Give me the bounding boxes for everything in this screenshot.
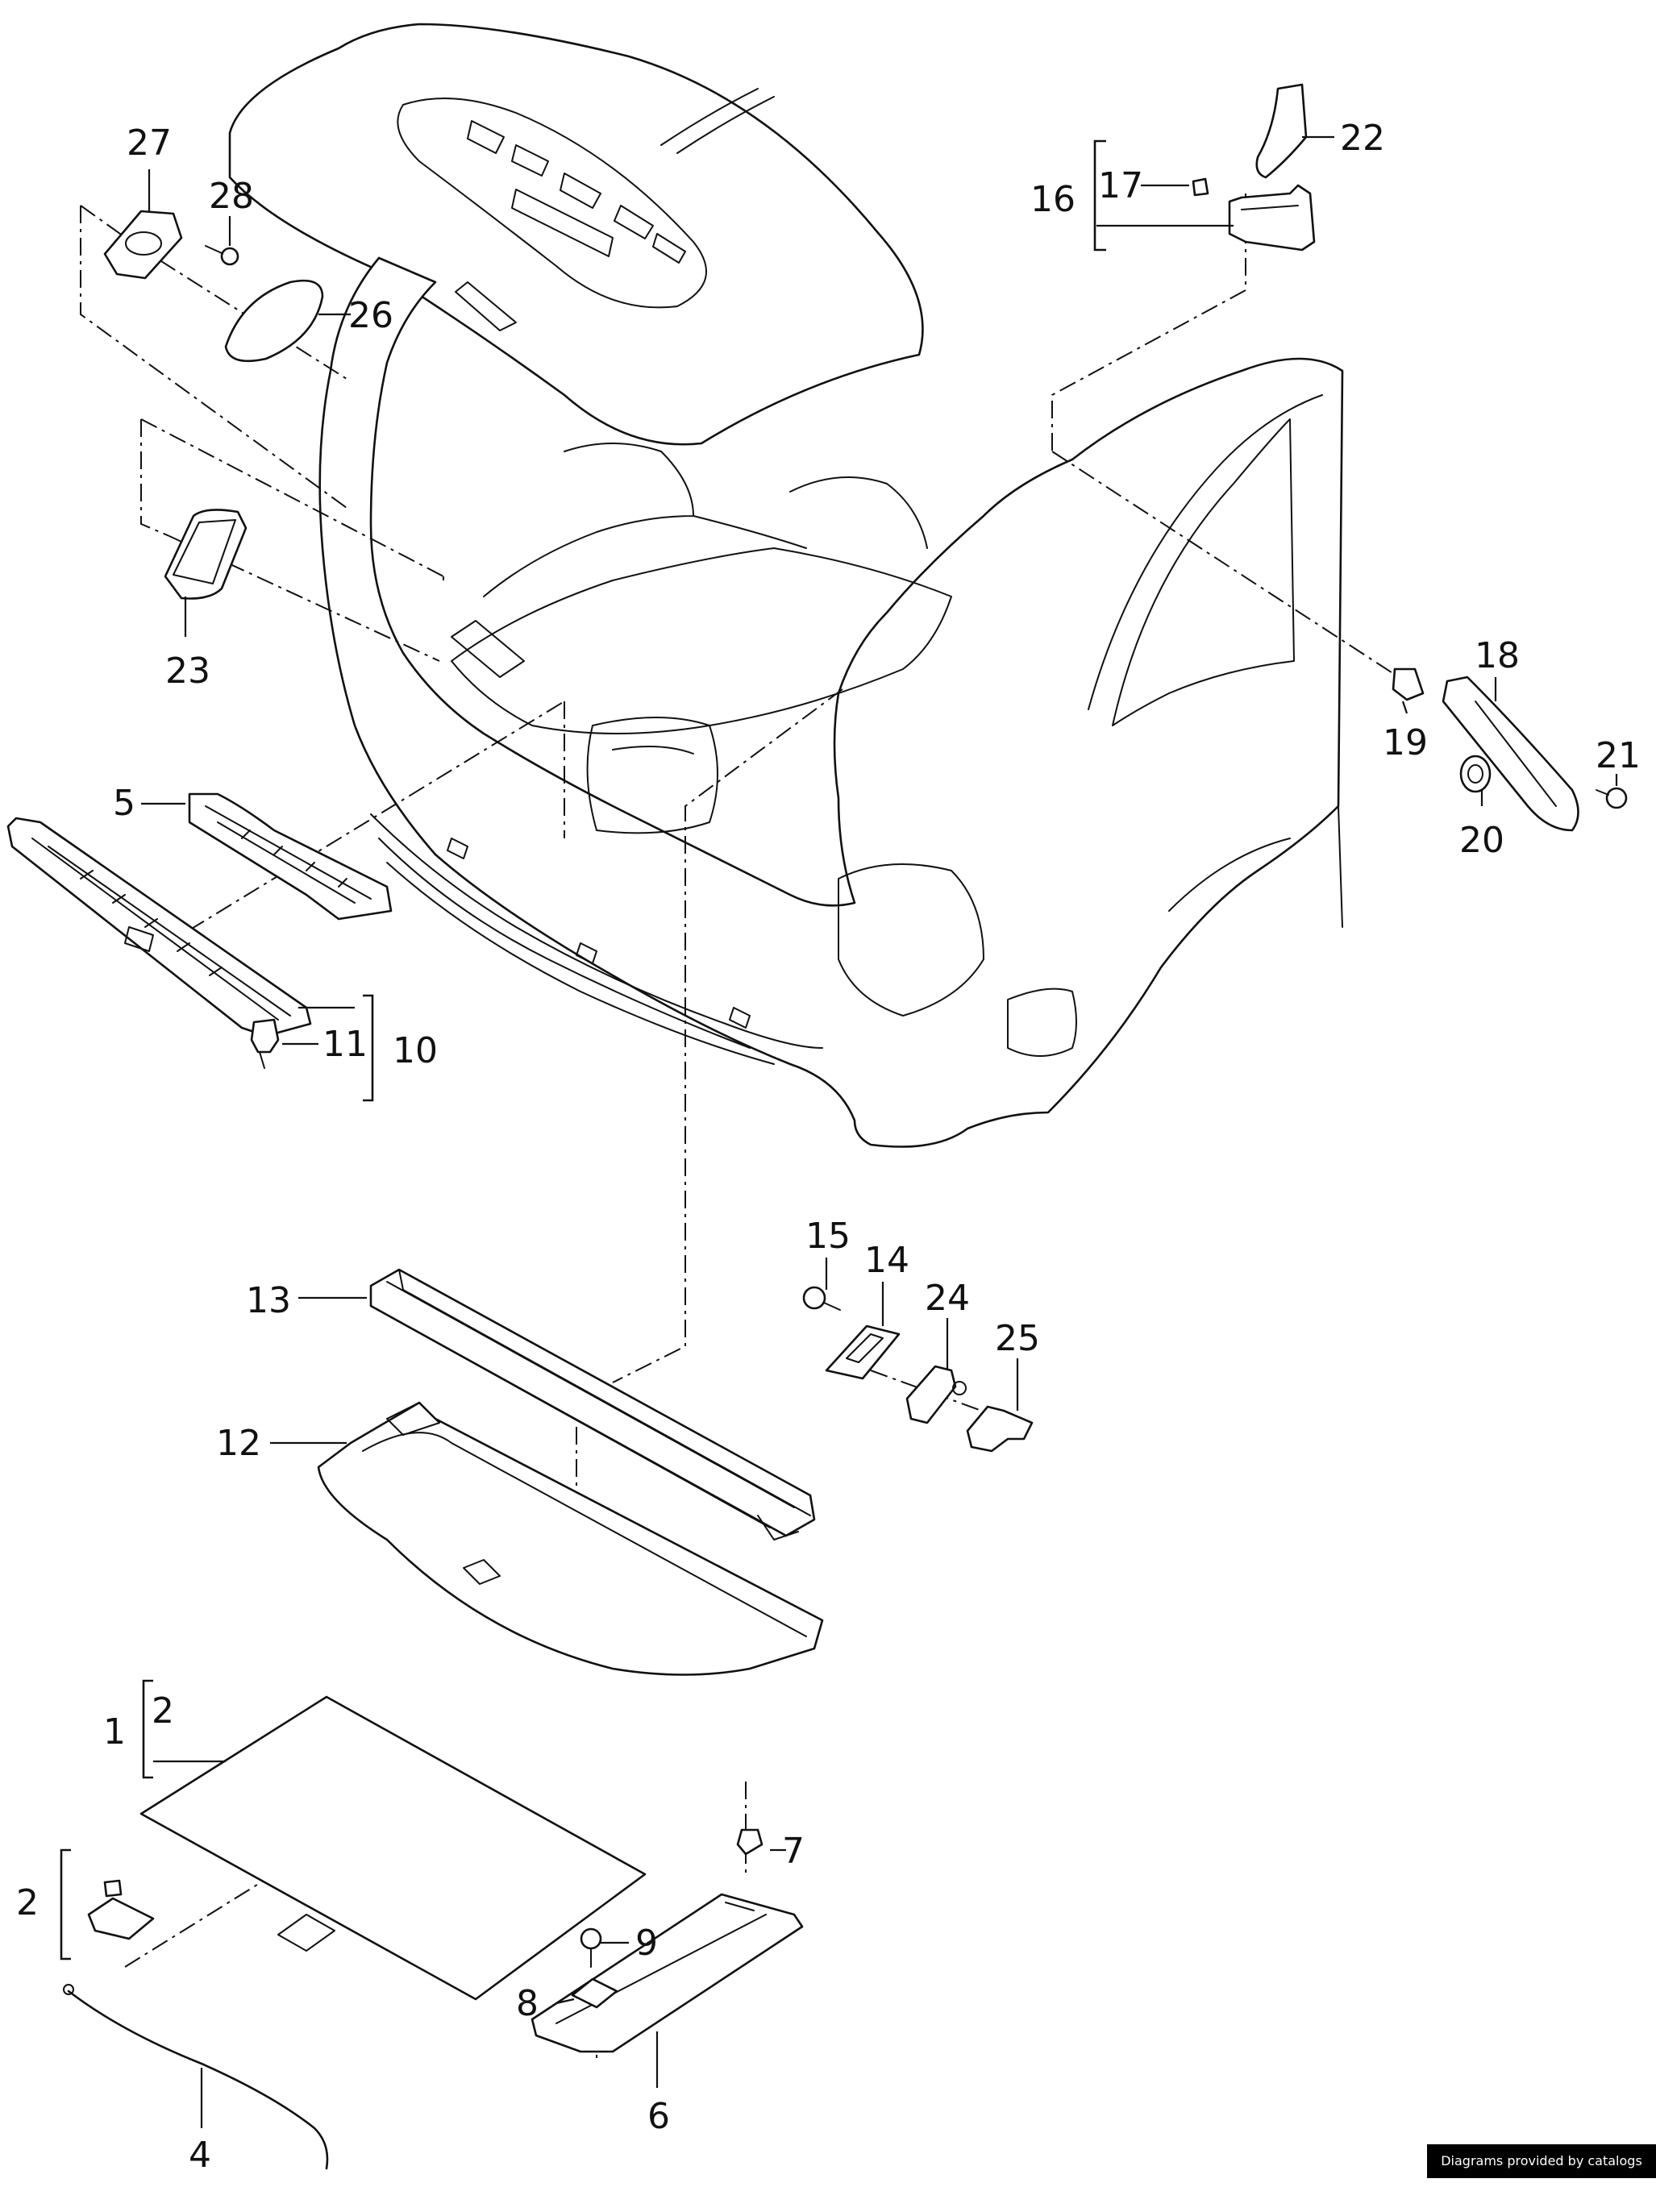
part-14-latch: [825, 1324, 901, 1380]
credit-badge: Diagrams provided by catalogs parts: [1427, 2144, 1656, 2202]
callout-15: 15: [805, 1216, 851, 1257]
part-20-grommet: [1459, 755, 1492, 793]
callout-4: 4: [189, 2135, 211, 2176]
part-22-cover: [1255, 83, 1308, 179]
part-13-roller: [369, 1268, 816, 1540]
part-12-cargo-cover: [317, 1401, 824, 1676]
part-18-trim: [1442, 676, 1579, 832]
part-21-screw: [1596, 787, 1628, 809]
callout-20: 20: [1459, 820, 1504, 861]
part-1-floor-mat: [139, 1695, 647, 2001]
callout-8: 8: [516, 1983, 539, 2024]
callout-27: 27: [127, 123, 172, 164]
part-7-screw: [736, 1828, 764, 1856]
part-26-lens: [224, 279, 324, 363]
callout-28: 28: [209, 176, 254, 217]
part-9-screw: [580, 1927, 602, 1968]
callout-24: 24: [925, 1278, 970, 1319]
callout-23: 23: [165, 651, 210, 692]
callout-9: 9: [635, 1923, 658, 1964]
part-23-seal: [164, 509, 248, 600]
callout-13: 13: [246, 1280, 291, 1321]
part-28-screw: [205, 245, 239, 266]
callout-18: 18: [1475, 635, 1520, 676]
part-5-bracket: [188, 792, 393, 921]
callout-labels: 27 28 26 23 5 10 11 22 16 17 18 19 20 21…: [16, 118, 1641, 2176]
part-25-bracket: [966, 1405, 1034, 1453]
part-4-rod: [63, 1984, 329, 2170]
part-8-plate: [571, 1977, 618, 2009]
callout-17: 17: [1098, 165, 1143, 206]
callout-6: 6: [647, 2096, 670, 2137]
part-19-clip: [1392, 667, 1425, 701]
part-15-screw: [802, 1286, 841, 1311]
part-11-clip: [250, 1018, 280, 1069]
part-10-sill-trim: [6, 817, 312, 1037]
callout-2-side: 2: [16, 1882, 39, 1923]
leader-lines: [141, 135, 1618, 2128]
callout-25: 25: [995, 1318, 1040, 1359]
vehicle-body: [228, 23, 1344, 1148]
callout-10: 10: [393, 1030, 438, 1071]
part-27-lamp-housing: [103, 210, 183, 280]
callout-16: 16: [1030, 179, 1076, 220]
part-24-bracket: [905, 1365, 967, 1424]
callout-22: 22: [1340, 118, 1385, 159]
callout-12: 12: [216, 1423, 261, 1464]
group-brackets: [60, 139, 1106, 1960]
callout-7: 7: [782, 1831, 805, 1872]
callout-14: 14: [864, 1240, 909, 1281]
part-2-handle: [87, 1879, 155, 1940]
part-6-trim: [531, 1893, 804, 2053]
part-16-bracket: [1228, 184, 1316, 252]
callout-1: 1: [103, 1711, 126, 1753]
callout-26: 26: [348, 295, 393, 336]
callout-21: 21: [1596, 735, 1641, 776]
callout-19: 19: [1383, 722, 1428, 763]
part-17-screw: [1192, 177, 1209, 197]
callout-5: 5: [113, 783, 135, 824]
callout-2-top: 2: [152, 1690, 174, 1732]
callout-11: 11: [322, 1024, 368, 1065]
